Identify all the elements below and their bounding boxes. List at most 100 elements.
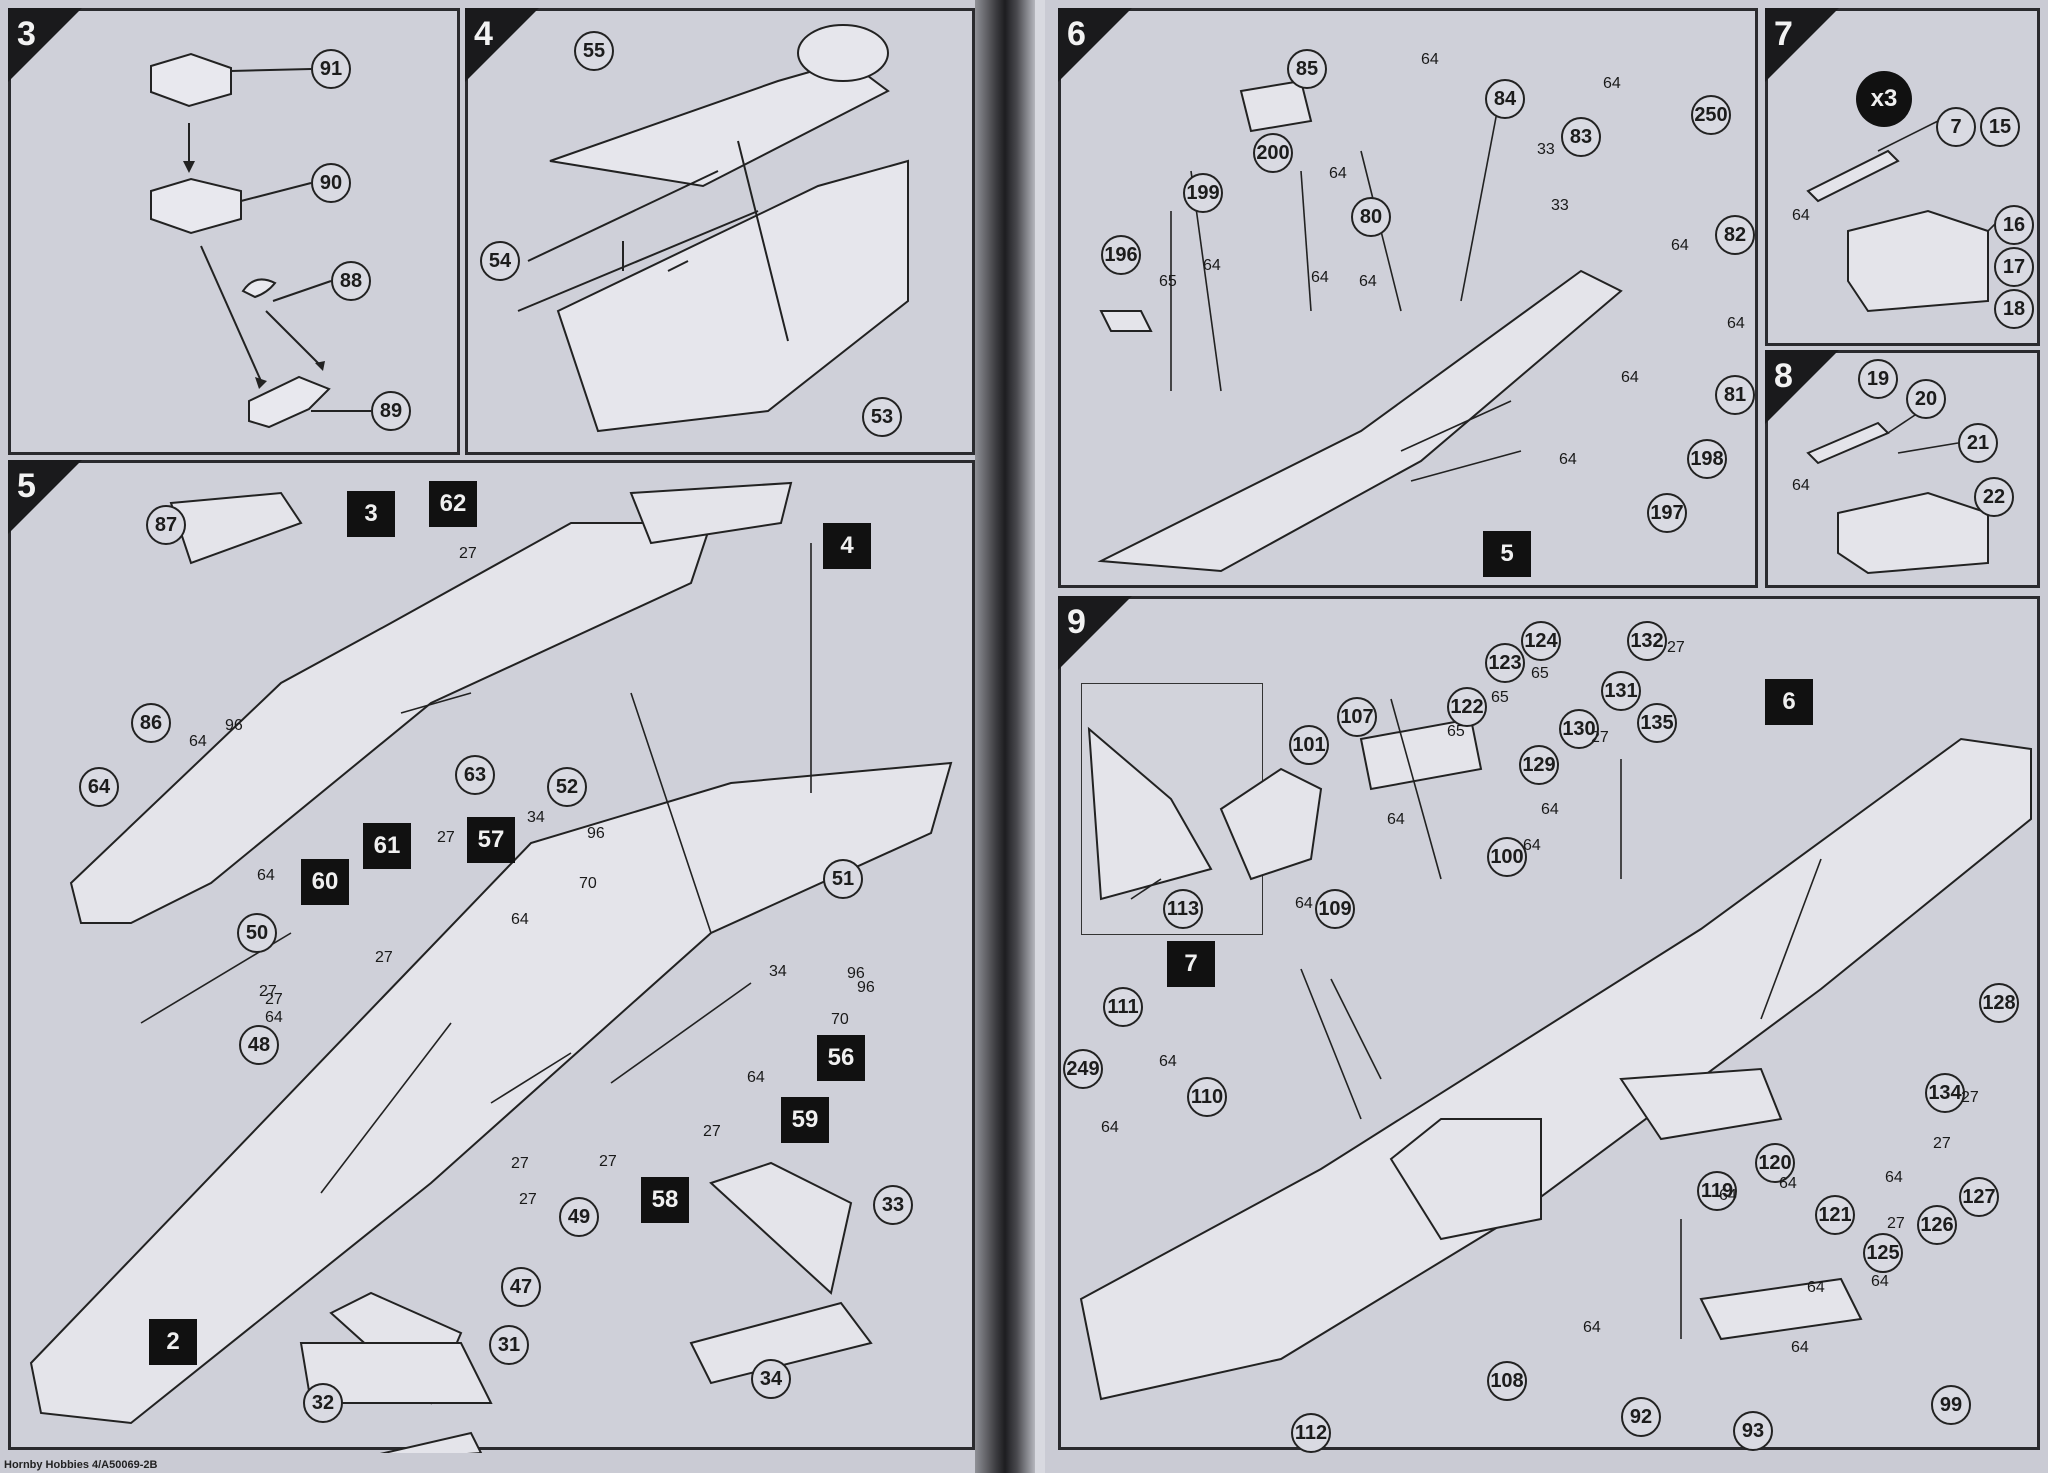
color-code: 64 xyxy=(1719,1187,1737,1204)
part-label: 126 xyxy=(1917,1205,1957,1245)
part-label: 89 xyxy=(371,391,411,431)
sub-assembly-box: 58 xyxy=(641,1177,689,1223)
page-fold xyxy=(975,0,1035,1473)
color-code: 27 xyxy=(375,949,393,966)
color-code: 70 xyxy=(579,875,597,892)
color-code: 65 xyxy=(1447,723,1465,740)
part-label: 50 xyxy=(237,913,277,953)
color-code: 64 xyxy=(1541,801,1559,818)
step-3-panel: 3 91 90 88 89 xyxy=(8,8,460,455)
color-code: 27 xyxy=(259,983,277,1000)
part-label: 33 xyxy=(873,1185,913,1225)
sub-assembly-box: 60 xyxy=(301,859,349,905)
step-number: 7 xyxy=(1774,15,1793,53)
part-label: 32 xyxy=(303,1383,343,1423)
part-label: 122 xyxy=(1447,687,1487,727)
step-8-drawing xyxy=(1806,412,1989,575)
part-label: 249 xyxy=(1063,1049,1103,1089)
color-code: 64 xyxy=(1885,1169,1903,1186)
sub-assembly-box: 2 xyxy=(149,1319,197,1365)
sub-assembly-box: 5 xyxy=(1483,531,1531,577)
color-code: 64 xyxy=(1101,1119,1119,1136)
part-label: 63 xyxy=(455,755,495,795)
part-label: 64 xyxy=(79,767,119,807)
part-label: 16 xyxy=(1994,205,2034,245)
part-label: 100 xyxy=(1487,837,1527,877)
part-label: 111 xyxy=(1103,987,1143,1027)
sub-assembly-box: 4 xyxy=(823,523,871,569)
part-label: 48 xyxy=(239,1025,279,1065)
step-number: 9 xyxy=(1067,603,1086,641)
color-code: 27 xyxy=(459,545,477,562)
color-code: 64 xyxy=(1559,451,1577,468)
color-code: 70 xyxy=(831,1011,849,1028)
part-label: 31 xyxy=(489,1325,529,1365)
step-5-panel: 5 87 86 96 64 63 52 50 48 51 49 47 xyxy=(8,460,975,1453)
color-code: 27 xyxy=(511,1155,529,1172)
color-code: 64 xyxy=(265,1009,283,1026)
step-6-drawing xyxy=(1097,79,1623,573)
step-4-drawing xyxy=(517,24,909,433)
part-label: 127 xyxy=(1959,1177,1999,1217)
color-code: 27 xyxy=(1933,1135,1951,1152)
part-label: 54 xyxy=(480,241,520,281)
part-label: 87 xyxy=(146,505,186,545)
step-number: 8 xyxy=(1774,357,1793,395)
sub-assembly-box: 57 xyxy=(467,817,515,863)
part-label: 131 xyxy=(1601,671,1641,711)
step-flag xyxy=(465,8,539,82)
part-label: 17 xyxy=(1994,247,2034,287)
color-code: 27 xyxy=(703,1123,721,1140)
color-code: 64 xyxy=(1387,811,1405,828)
part-label: 199 xyxy=(1183,173,1223,213)
step-flag xyxy=(1058,8,1132,82)
color-code: 96 xyxy=(857,979,875,996)
part-label: 22 xyxy=(1974,477,2014,517)
color-code: 34 xyxy=(769,963,787,980)
color-code: 27 xyxy=(1961,1089,1979,1106)
step-6-panel: 6 85 84 83 250 200 199 80 196 82 81 198 … xyxy=(1058,8,1758,588)
part-label: 196 xyxy=(1101,235,1141,275)
color-code: 33 xyxy=(1551,197,1569,214)
color-code: 27 xyxy=(519,1191,537,1208)
sub-assembly-box: 7 xyxy=(1167,941,1215,987)
part-label: 130 xyxy=(1559,709,1599,749)
color-code: 33 xyxy=(1537,141,1555,158)
step-9-drawing xyxy=(1079,698,2032,1401)
part-label: 124 xyxy=(1521,621,1561,661)
part-label: 125 xyxy=(1863,1233,1903,1273)
color-code: 64 xyxy=(1621,369,1639,386)
quantity-badge: x3 xyxy=(1856,71,1912,127)
step-flag xyxy=(1765,350,1839,424)
part-label: 134 xyxy=(1925,1073,1965,1113)
part-label: 53 xyxy=(862,397,902,437)
part-label: 119 xyxy=(1697,1171,1737,1211)
color-code: 96 xyxy=(225,717,243,734)
part-label: 18 xyxy=(1994,289,2034,329)
step-5-drawing xyxy=(29,481,953,1453)
sub-assembly-box: 61 xyxy=(363,823,411,869)
part-label: 21 xyxy=(1958,423,1998,463)
color-code: 64 xyxy=(1159,1053,1177,1070)
color-code: 64 xyxy=(1523,837,1541,854)
step-flag xyxy=(8,460,82,534)
color-code: 64 xyxy=(1359,273,1377,290)
part-label: 91 xyxy=(311,49,351,89)
sub-assembly-box: 56 xyxy=(817,1035,865,1081)
part-label: 197 xyxy=(1647,493,1687,533)
part-label: 107 xyxy=(1337,697,1377,737)
color-code: 64 xyxy=(1671,237,1689,254)
step-number: 3 xyxy=(17,15,36,53)
part-label: 135 xyxy=(1637,703,1677,743)
color-code: 65 xyxy=(1159,273,1177,290)
part-label: 84 xyxy=(1485,79,1525,119)
part-label: 99 xyxy=(1931,1385,1971,1425)
step-8-panel: 8 19 20 21 22 64 xyxy=(1765,350,2040,588)
step-number: 4 xyxy=(474,15,493,53)
step-7-panel: 7 x3 7 15 16 17 18 64 xyxy=(1765,8,2040,346)
step-9-panel: 9 101 107 122 123 124 132 131 130 129 13… xyxy=(1058,596,2040,1453)
color-code: 65 xyxy=(1491,689,1509,706)
part-label: 86 xyxy=(131,703,171,743)
part-label: 80 xyxy=(1351,197,1391,237)
color-code: 27 xyxy=(1667,639,1685,656)
